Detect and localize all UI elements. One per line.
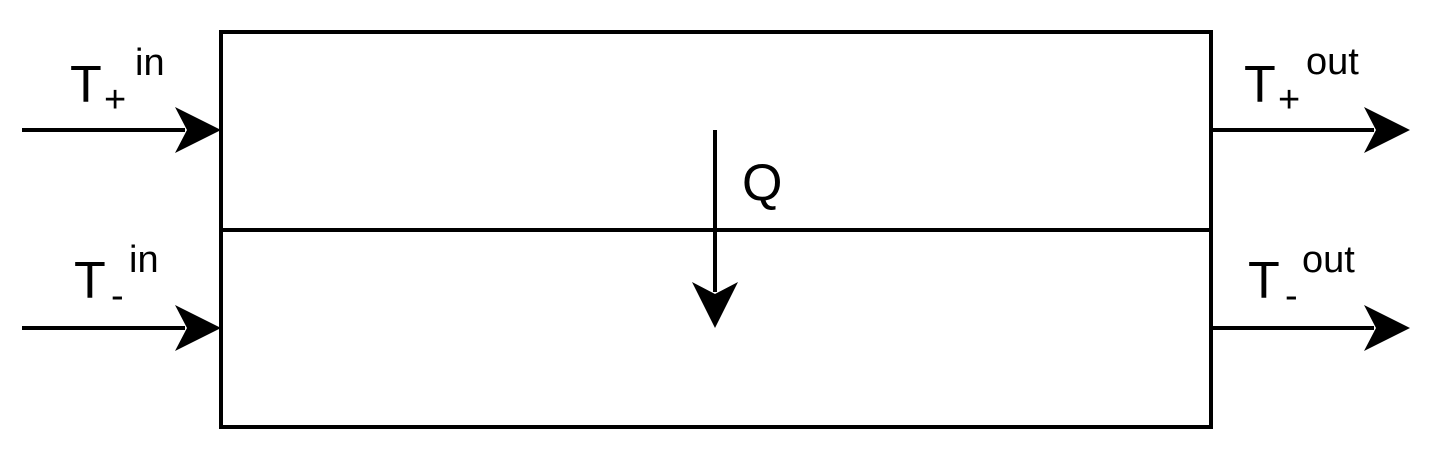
hot-inlet-label: T + in [70, 42, 165, 121]
cold-outlet-label: T - out [1248, 239, 1355, 317]
label-base: T [74, 252, 106, 310]
label-superscript: out [1306, 41, 1359, 83]
hot-outlet-arrow [1211, 107, 1410, 153]
label-subscript: + [104, 79, 126, 121]
cold-inlet-label: T - in [74, 239, 159, 317]
label-superscript: in [135, 42, 165, 84]
label-superscript: in [129, 239, 159, 281]
label-base: T [1248, 252, 1280, 310]
hot-outlet-label: T + out [1244, 41, 1359, 121]
label-subscript: + [1278, 79, 1300, 121]
label-base: T [70, 56, 102, 114]
cold-outlet-arrow [1211, 305, 1410, 351]
label-superscript: out [1302, 239, 1355, 281]
cold-inlet-arrow [22, 305, 221, 351]
label-subscript: - [1285, 275, 1298, 317]
heat-flow-label: Q [742, 154, 782, 212]
heat-flow-arrow [692, 130, 738, 328]
label-base: T [1244, 56, 1276, 114]
label-subscript: - [111, 275, 124, 317]
hot-inlet-arrow [22, 107, 221, 153]
